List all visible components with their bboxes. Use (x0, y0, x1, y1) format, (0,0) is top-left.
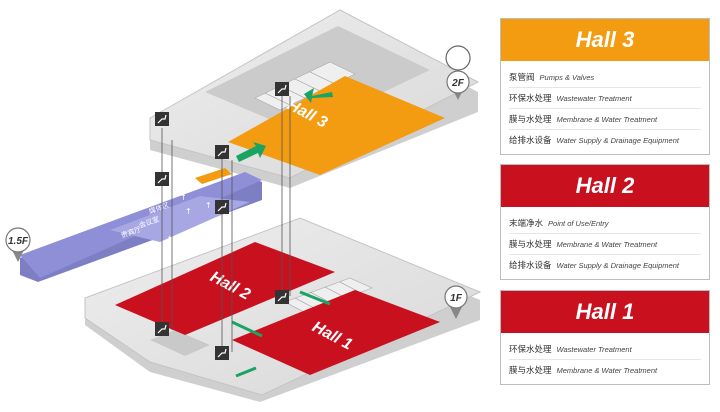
floor-label-2f: 2F (451, 78, 465, 89)
entry-arrow-1f (231, 290, 331, 378)
svg-text:↑: ↑ (185, 207, 192, 216)
pin-2f: 2F (445, 45, 471, 100)
svg-text:↑: ↑ (205, 201, 212, 210)
floor-label-1-5f: 1.5F (8, 236, 29, 247)
hall2-area[interactable] (115, 242, 335, 335)
pin-1f: 1F (444, 285, 468, 319)
panel-hall1-title: Hall 1 (501, 291, 709, 333)
vertical-links (161, 90, 291, 352)
panel-hall2-title: Hall 2 (501, 165, 709, 207)
svg-text:←: ← (168, 233, 175, 242)
hall1-area[interactable] (232, 290, 440, 375)
floor-label-1f: 1F (450, 293, 463, 304)
mezz-arrows: ↑ ↑ ↑ ← (168, 193, 212, 242)
pin-1-5f: 1.5F (5, 227, 31, 262)
escalator-markers (155, 82, 289, 360)
panel-hall3-title: Hall 3 (501, 19, 709, 61)
mezz-orange-area (195, 168, 232, 184)
entry-arrow-2f (236, 88, 333, 162)
floor-1f (84, 217, 482, 402)
floor-1-5f: 媒体区 会议室 贵宾厅 ↑ ↑ ↑ ← (20, 168, 262, 282)
svg-text:↑: ↑ (180, 193, 187, 202)
